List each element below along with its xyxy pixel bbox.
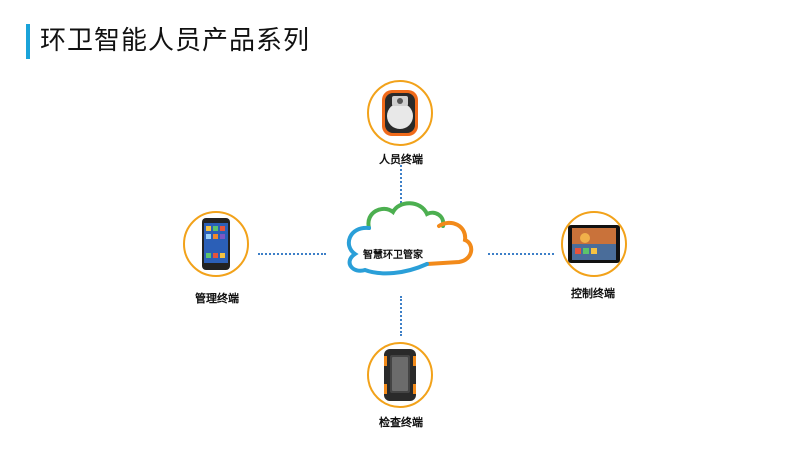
node-right-label: 控制终端	[571, 287, 615, 300]
node-left	[183, 211, 249, 277]
node-right	[561, 211, 627, 277]
rugged-phone-icon	[384, 349, 416, 401]
node-top	[367, 80, 433, 146]
tablet-icon	[568, 225, 620, 263]
connector-bottom	[400, 296, 402, 336]
connector-right	[488, 253, 554, 255]
page-title: 环卫智能人员产品系列	[40, 26, 311, 56]
wearable-device-icon	[382, 90, 418, 136]
node-top-label: 人员终端	[379, 153, 423, 166]
node-bottom-label: 检查终端	[379, 416, 423, 429]
title-accent-bar	[26, 24, 30, 59]
cloud-icon	[346, 201, 474, 276]
connector-top	[400, 165, 402, 203]
node-left-label: 管理终端	[195, 292, 239, 305]
node-bottom	[367, 342, 433, 408]
center-cloud-label: 智慧环卫管家	[363, 250, 423, 261]
connector-left	[258, 253, 326, 255]
smartphone-icon	[202, 218, 230, 270]
